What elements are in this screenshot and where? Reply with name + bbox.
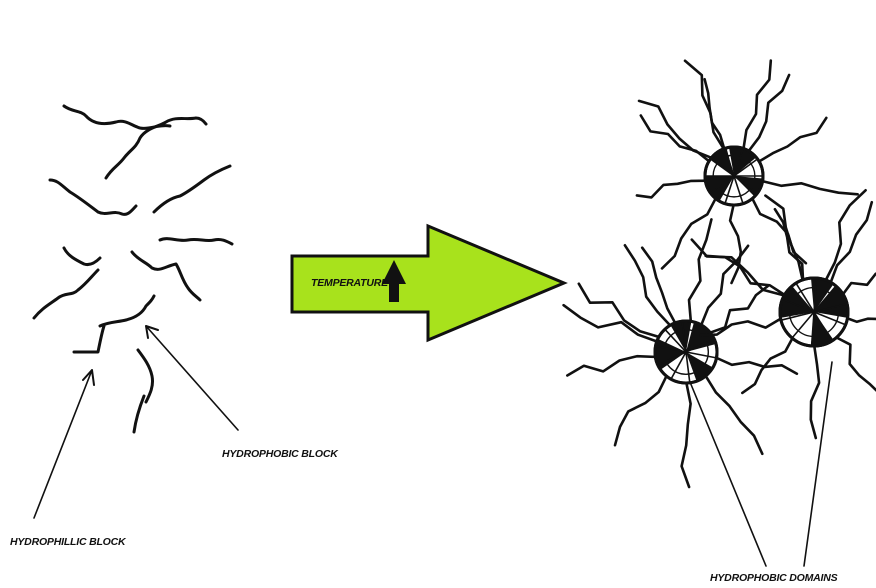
polymer-chain [64, 248, 100, 265]
polymer-chain [154, 166, 230, 212]
micelle-tail [743, 61, 771, 151]
micelle-tail [835, 337, 876, 395]
micelle-tail [775, 209, 803, 282]
micelle-tail [830, 202, 872, 284]
micelle-tail [564, 305, 659, 342]
micelle-tail [730, 203, 741, 283]
micelle-tail [637, 181, 708, 198]
micelle-tail [579, 284, 661, 338]
micelle-tail [742, 337, 793, 393]
micelle-tail [748, 75, 790, 153]
micelles-group [564, 61, 876, 487]
polymer-chain [160, 239, 232, 244]
micelle-tail [682, 381, 691, 487]
hydrophobic-domains-label: HYDROPHOBIC DOMAINS [710, 572, 837, 584]
micelle-tail [765, 196, 803, 282]
micelle-tail [842, 257, 876, 296]
hydrophilic-block-label: HYDROPHILLIC BLOCK [10, 536, 125, 548]
micelle-tail [567, 356, 657, 375]
micelle [564, 219, 797, 487]
polymer-chain [132, 252, 200, 300]
micelle-tail [761, 181, 858, 195]
micelle-tail [846, 318, 876, 326]
polymer-chain [64, 106, 170, 128]
hydrophilic-callout-arrow [34, 370, 92, 518]
polymer-chain [100, 296, 154, 326]
polymer-chain [50, 180, 136, 214]
micelle-tail [615, 374, 667, 445]
micelle-tail [757, 118, 826, 163]
free-polymer-chains [34, 106, 232, 432]
domain-callout-line-2 [804, 362, 832, 566]
micelle-tail [715, 357, 797, 374]
polymer-chain [106, 118, 206, 178]
micelle-tail [706, 256, 787, 296]
polymer-chain [34, 270, 98, 318]
micelle-tail [705, 79, 725, 150]
domain-callout-line-1 [690, 382, 766, 566]
micelle-tail [641, 116, 711, 163]
hydrophobic-block-label: HYDROPHOBIC BLOCK [222, 448, 338, 460]
polymer-chain [74, 326, 104, 352]
micelle [692, 190, 876, 438]
micelle-tail [685, 61, 725, 151]
polymer-chain [138, 350, 153, 402]
polymer-chain [134, 396, 144, 432]
temperature-label: TEMPERATURE [311, 277, 388, 289]
micelle-tail [825, 190, 866, 282]
micelle [637, 61, 858, 283]
micelle-tail [811, 344, 819, 438]
hydrophobic-callout-arrow [146, 326, 238, 430]
